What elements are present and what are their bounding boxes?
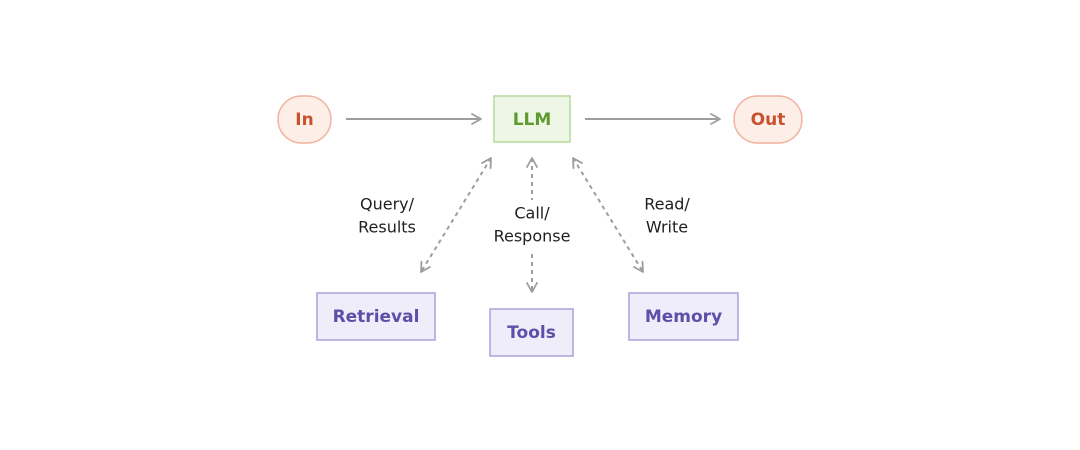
memory-edge-label-line2: Write [646,218,688,237]
retrieval-edge-label: Query/ Results [358,195,416,237]
tools-edge-label-background [486,200,578,250]
memory-edge-label-line1: Read/ [644,195,690,214]
tools-edge-label-line2: Response [494,227,571,246]
tools-edge-label-line1: Call/ [514,204,550,223]
arrow-llm-memory [572,157,644,273]
output-node: Out [733,95,803,144]
retrieval-node: Retrieval [316,292,436,341]
retrieval-edge-label-line2: Results [358,218,416,237]
retrieval-node-label: Retrieval [333,307,420,327]
input-node: In [277,95,332,144]
llm-node: LLM [493,95,571,143]
input-node-label: In [295,110,313,130]
retrieval-edge-label-line1: Query/ [360,195,415,214]
memory-edge-label: Read/ Write [644,195,690,237]
tools-node: Tools [489,308,574,357]
llm-node-label: LLM [513,110,552,130]
output-node-label: Out [751,110,786,130]
arrow-llm-retrieval [420,157,492,273]
memory-node: Memory [628,292,739,341]
memory-node-label: Memory [645,307,722,327]
tools-node-label: Tools [507,323,556,343]
tools-edge-label: Call/ Response [486,200,578,250]
